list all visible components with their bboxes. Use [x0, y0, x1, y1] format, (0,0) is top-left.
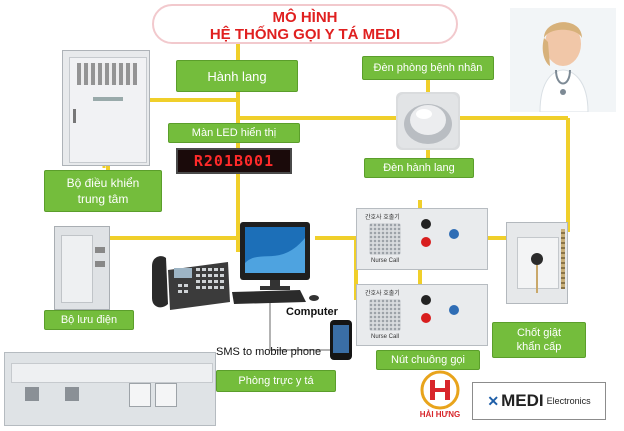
diagram-title: MÔ HÌNH HỆ THỐNG GỌI Y TÁ MEDI	[152, 4, 458, 44]
hai-hung-logo: HẢI HƯNG	[414, 370, 466, 426]
desk-phone-image	[148, 250, 232, 316]
panel-2-button-top	[421, 295, 431, 305]
panel-1-speaker	[369, 223, 401, 255]
panel-1-nurse-call: Nurse Call	[371, 258, 400, 264]
label-nut-chuong-text: Nút chuông gọi	[391, 354, 465, 366]
nurse-call-panel-1-image: 간호사 호출기 Nurse Call	[356, 208, 488, 270]
label-hanh-lang: Hành lang	[176, 60, 298, 92]
panel-2-logo-icon	[449, 305, 459, 315]
label-den-hanh-lang-text: Đèn hành lang	[383, 162, 455, 174]
label-phong-truc-text: Phòng trực y tá	[238, 375, 314, 387]
nurse-station-console-image	[4, 352, 216, 426]
panel-1-button-red	[421, 237, 431, 247]
medi-logo-text: MEDI	[501, 391, 544, 410]
label-hanh-lang-text: Hành lang	[207, 68, 267, 84]
label-den-phong: Đèn phòng bệnh nhân	[362, 56, 494, 80]
label-computer: Computer	[286, 306, 338, 318]
panel-2-button-red	[421, 313, 431, 323]
label-sms: SMS to mobile phone	[216, 346, 322, 358]
title-line-1: MÔ HÌNH	[272, 9, 338, 26]
label-man-led-text: Màn LED hiển thị	[191, 127, 277, 139]
medi-logo: ✕ MEDI Electronics	[472, 382, 606, 420]
panel-2-header: 간호사 호출기	[365, 291, 400, 297]
emergency-pull-image	[506, 222, 568, 304]
mobile-phone-image	[330, 320, 352, 360]
label-chot-giat: Chốt giật khẩn cấp	[492, 322, 586, 358]
medi-logo-suffix: Electronics	[546, 396, 591, 406]
panel-2-nurse-call: Nurse Call	[371, 334, 400, 340]
controller-cabinet-image	[62, 50, 150, 166]
computer-image	[230, 218, 322, 306]
label-den-hanh-lang: Đèn hành lang	[364, 158, 474, 178]
label-phong-truc: Phòng trực y tá	[216, 370, 336, 392]
label-bo-luu-dien: Bộ lưu điện	[44, 310, 134, 330]
label-chot-giat-line-1: Chốt giật	[516, 327, 562, 339]
medi-x-icon: ✕	[487, 392, 500, 409]
label-man-led: Màn LED hiển thị	[168, 123, 300, 143]
panel-1-header: 간호사 호출기	[365, 215, 400, 221]
led-display-text: R201B001	[193, 152, 275, 170]
label-bo-dieu-khien-line-1: Bộ điều khiển	[66, 176, 140, 190]
nurse-call-panel-2-image: 간호사 호출기 Nurse Call	[356, 284, 488, 346]
panel-1-button-top	[421, 219, 431, 229]
hai-hung-text: HẢI HƯNG	[419, 410, 461, 419]
nurse-photo	[510, 8, 616, 112]
panel-2-speaker	[369, 299, 401, 331]
label-bo-dieu-khien-line-2: trung tâm	[77, 192, 129, 206]
panel-1-logo-icon	[449, 229, 459, 239]
label-den-phong-text: Đèn phòng bệnh nhân	[373, 62, 483, 74]
title-line-2: HỆ THỐNG GỌI Y TÁ MEDI	[209, 26, 401, 43]
label-bo-luu-dien-text: Bộ lưu điện	[60, 314, 118, 326]
label-chot-giat-line-2: khẩn cấp	[516, 341, 562, 353]
ups-image	[54, 226, 110, 310]
led-display: R201B001	[176, 148, 292, 174]
label-nut-chuong: Nút chuông gọi	[376, 350, 480, 370]
room-light-image	[396, 92, 460, 150]
label-bo-dieu-khien: Bộ điều khiển trung tâm	[44, 170, 162, 212]
